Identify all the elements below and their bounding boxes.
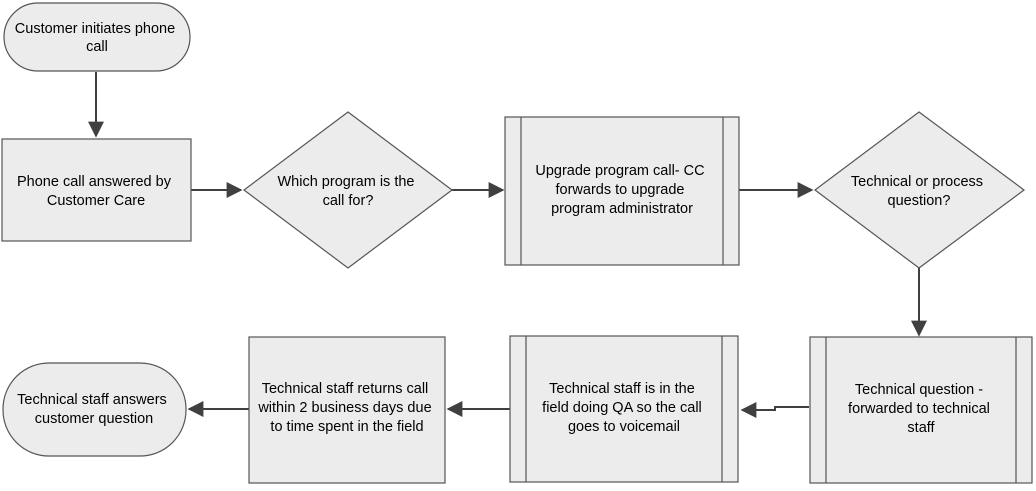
upgrade-line-3: program administrator <box>551 201 693 217</box>
start-terminator: Customer initiates phone call <box>3 2 191 72</box>
tech-q-line-2: forwarded to technical <box>848 401 990 417</box>
which-program-decision: Which program is the call for? <box>243 111 453 269</box>
which-shape <box>243 111 453 269</box>
voicemail-shape <box>509 335 739 483</box>
connectors <box>88 72 927 418</box>
start-text: Customer initiates phone call <box>15 21 179 55</box>
tech-q-text: Technical question - forwarded to techni… <box>848 382 994 436</box>
end-line-1: Technical staff answers <box>17 392 167 408</box>
arrow-techq-to-voicemail <box>740 402 809 418</box>
answered-line-2: Customer Care <box>47 193 145 209</box>
answered-shape <box>1 138 192 242</box>
technical-question-subprocess: Technical question - forwarded to techni… <box>809 336 1033 484</box>
tech-q-shape <box>809 336 1033 484</box>
tech-or-proc-text: Technical or process question? <box>851 174 987 209</box>
which-text: Which program is the call for? <box>277 174 418 209</box>
answered-text: Phone call answered by Customer Care <box>17 174 175 209</box>
end-shape <box>2 362 187 457</box>
voicemail-text: Technical staff is in the field doing QA… <box>542 381 706 435</box>
end-text: Technical staff answers customer questio… <box>17 392 171 427</box>
tech-q-line-1: Technical question - <box>855 382 983 398</box>
which-line-1: Which program is the <box>277 174 414 190</box>
returns-line-1: Technical staff returns call <box>262 381 429 397</box>
upgrade-line-2: forwards to upgrade <box>556 182 685 198</box>
upgrade-shape <box>504 116 740 266</box>
end-line-2: customer question <box>35 411 153 427</box>
returns-line-2: within 2 business days due <box>257 400 431 416</box>
upgrade-line-1: Upgrade program call- CC <box>535 163 704 179</box>
tech-or-proc-line-2: question? <box>888 193 951 209</box>
answered-process: Phone call answered by Customer Care <box>1 138 192 242</box>
returns-call-process: Technical staff returns call within 2 bu… <box>248 336 446 484</box>
upgrade-text: Upgrade program call- CC forwards to upg… <box>535 163 708 217</box>
which-line-2: call for? <box>323 193 374 209</box>
tech-or-proc-shape <box>814 111 1026 269</box>
upgrade-subprocess: Upgrade program call- CC forwards to upg… <box>504 116 740 266</box>
start-shape <box>3 2 191 72</box>
end-terminator: Technical staff answers customer questio… <box>2 362 187 457</box>
voicemail-line-3: goes to voicemail <box>568 419 680 435</box>
start-line-1: Customer initiates phone <box>15 21 175 37</box>
tech-q-line-3: staff <box>907 420 935 436</box>
voicemail-line-2: field doing QA so the call <box>542 400 702 416</box>
voicemail-line-1: Technical staff is in the <box>549 381 695 397</box>
voicemail-subprocess: Technical staff is in the field doing QA… <box>509 335 739 483</box>
returns-text: Technical staff returns call within 2 bu… <box>257 381 435 435</box>
returns-shape <box>248 336 446 484</box>
technical-or-process-decision: Technical or process question? <box>814 111 1026 269</box>
start-line-2: call <box>86 39 108 55</box>
tech-or-proc-line-1: Technical or process <box>851 174 983 190</box>
answered-line-1: Phone call answered by <box>17 174 172 190</box>
returns-line-3: to time spent in the field <box>270 419 423 435</box>
